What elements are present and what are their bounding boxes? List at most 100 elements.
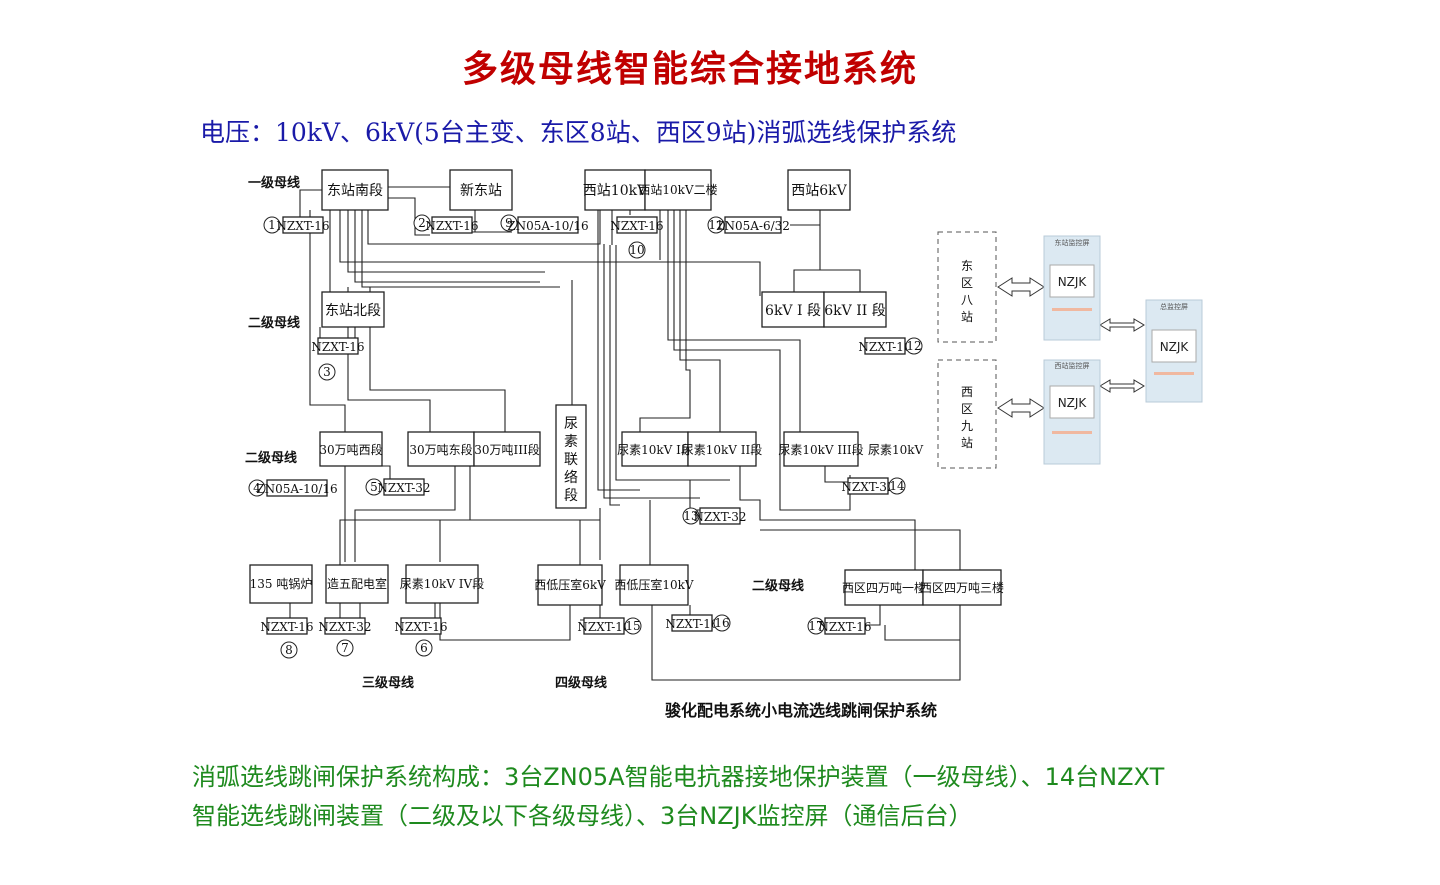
num-9: 9	[505, 216, 513, 230]
node-niaosu-link-3: 联	[564, 452, 578, 468]
node-boiler-label: 135 吨锅炉	[250, 576, 313, 591]
west-station-4: 站	[961, 436, 973, 450]
voltage-subtitle: 电压：10kV、6kV(5台主变、东区8站、西区9站)消弧选线保护系统	[200, 118, 957, 147]
east-station-4: 站	[961, 310, 973, 324]
node-xi6kv	[787, 169, 851, 211]
node-dongnan	[321, 169, 389, 211]
east-station-3: 八	[961, 293, 973, 307]
node-xi30	[319, 431, 383, 467]
east-station-2: 区	[961, 276, 973, 290]
node-6kv-1-label: 6kV I 段	[765, 303, 821, 319]
node-xi10kv-label: 西站10kV	[583, 183, 648, 199]
node-niaosu-link-2: 素	[564, 434, 578, 450]
east-monitor-title: 东站监控屏	[1055, 238, 1090, 247]
node-dong30-label: 30万吨东段	[409, 442, 472, 457]
device-13: NZXT-32	[693, 510, 746, 524]
device-3: NZXT-16	[311, 340, 364, 354]
double-arrow-icon	[1099, 318, 1145, 332]
node-xq4-3	[922, 569, 1002, 606]
num-4: 4	[253, 481, 261, 495]
west-monitor-title: 西站监控屏	[1055, 361, 1090, 370]
device-4: ZN05A-10/16	[256, 482, 337, 496]
node-ns4-label: 尿素10kV IV段	[400, 576, 484, 591]
device-1: NZXT-16	[276, 219, 329, 233]
node-xq4-3-label: 西区四万吨三楼	[920, 580, 1004, 595]
east-station-1: 东	[961, 259, 973, 273]
node-dong30	[407, 431, 475, 467]
east-station-box	[937, 231, 997, 343]
device-9: ZN05A-10/16	[507, 219, 588, 233]
double-arrow-icon	[997, 277, 1045, 297]
num-8: 8	[285, 643, 293, 657]
device-15: NZXT-16	[577, 620, 630, 634]
node-niaosu-link-4: 络	[564, 470, 578, 486]
node-zaowu-label: 造五配电室	[327, 576, 387, 591]
node-ns4	[405, 564, 479, 604]
west-station-3: 九	[961, 419, 973, 433]
page-title: 多级母线智能综合接地系统	[461, 48, 918, 90]
west-monitor-label: NZJK	[1058, 396, 1088, 410]
num-16: 16	[714, 616, 729, 630]
level-4-bus-label: 四级母线	[555, 675, 607, 691]
num-6: 6	[420, 641, 428, 655]
device-6: NZXT-16	[394, 620, 447, 634]
node-6kv-1	[761, 291, 825, 328]
west-station-box	[937, 359, 997, 469]
node-30-3-label: 30万吨III段	[474, 442, 540, 457]
node-xindong	[449, 169, 513, 211]
node-xi30-label: 30万吨西段	[319, 442, 382, 457]
device-7: NZXT-32	[318, 620, 371, 634]
diagram-caption: 骏化配电系统小电流选线跳闸保护系统	[665, 701, 937, 720]
num-3: 3	[323, 365, 331, 379]
west-station-1: 西	[961, 385, 973, 399]
level-2-bus-label: 二级母线	[248, 315, 300, 331]
num-7: 7	[341, 641, 349, 655]
node-ns1-label: 尿素10kV I段	[617, 442, 693, 457]
node-xi6kv-label: 西站6kV	[791, 183, 847, 199]
main-monitor-label: NZJK	[1160, 340, 1190, 354]
node-ns1	[621, 431, 689, 467]
node-dongbei-label: 东站北段	[325, 303, 381, 319]
node-ns10-label: 尿素10kV	[868, 443, 924, 457]
device-8: NZXT-16	[260, 620, 313, 634]
node-niaosu-link	[555, 404, 587, 509]
node-dongbei	[321, 291, 385, 328]
device-5: NZXT-32	[377, 481, 430, 495]
monitoring-network: 东 区 八 站 西 区 九 站 东站监控屏 NZJK 西站监控屏 NZJK 总监…	[937, 231, 1203, 469]
node-zaowu	[325, 564, 389, 604]
num-1: 1	[268, 218, 276, 232]
node-xdy10-label: 西低压室10kV	[614, 577, 694, 592]
node-xdy10	[619, 564, 689, 606]
level-1-bus-label: 一级母线	[248, 175, 300, 191]
device-12: NZXT-16	[858, 340, 911, 354]
device-10: NZXT-16	[610, 219, 663, 233]
node-xq4-1	[844, 569, 924, 606]
num-17: 17	[808, 619, 823, 633]
node-xq4-1-label: 西区四万吨一楼	[842, 580, 926, 595]
node-6kv-2	[823, 291, 887, 328]
device-11: ZN05A-6/32	[716, 219, 790, 233]
num-11: 11	[708, 218, 723, 232]
node-ns3-label: 尿素10kV III段	[778, 442, 863, 457]
num-10: 10	[629, 243, 644, 257]
node-niaosu-link-1: 尿	[564, 416, 578, 432]
level-2-bus-label-c: 二级母线	[752, 578, 804, 594]
device-2: NZXT-16	[425, 219, 478, 233]
device-14: NZXT-32	[841, 480, 894, 494]
bus-nodes: 东站南段 新东站 西站10kV 西站10kV二楼 西站6kV 东站北段 6kV …	[249, 169, 1004, 606]
device-17: NZXT-16	[818, 620, 871, 634]
num-13: 13	[683, 509, 698, 523]
footer-line-2: 智能选线跳闸装置（二级及以下各级母线）、3台NZJK监控屏（通信后台）	[192, 802, 973, 830]
num-5: 5	[370, 480, 378, 494]
node-xdy6	[537, 564, 603, 606]
double-arrow-icon	[1099, 379, 1145, 393]
num-14: 14	[889, 479, 905, 493]
num-12: 12	[906, 339, 921, 353]
double-arrow-icon	[997, 398, 1045, 418]
node-xi10kv2	[644, 169, 712, 211]
device-16: NZXT-16	[665, 617, 718, 631]
node-xdy6-label: 西低压室6kV	[534, 577, 606, 592]
node-xindong-label: 新东站	[460, 183, 502, 199]
num-2: 2	[418, 216, 426, 230]
